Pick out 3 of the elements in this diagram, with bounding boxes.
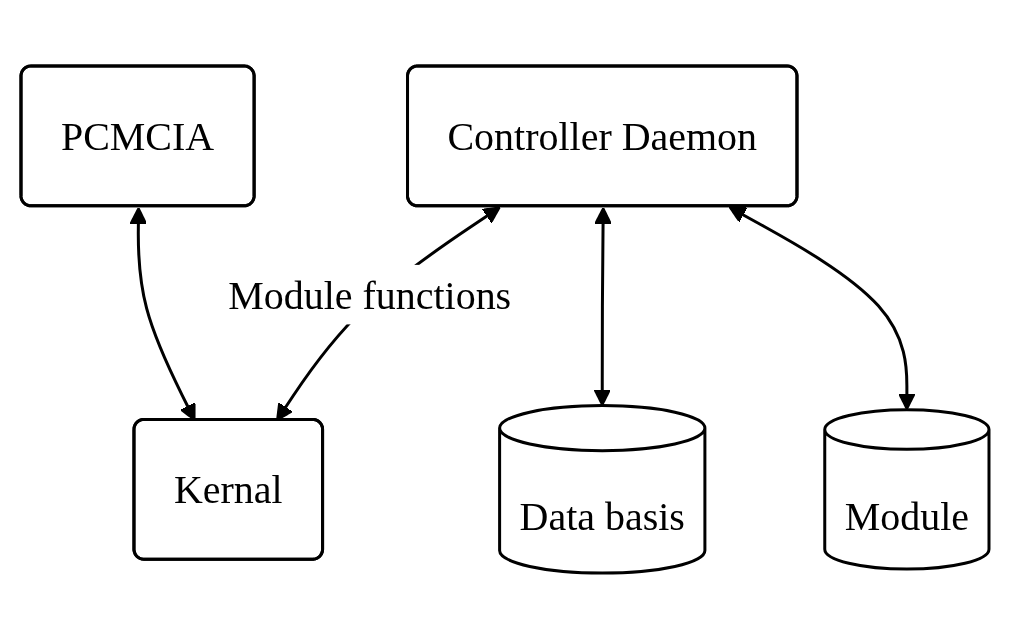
arrow bbox=[593, 206, 612, 407]
arrow bbox=[728, 206, 916, 411]
edge-label: Module functions bbox=[228, 272, 512, 317]
